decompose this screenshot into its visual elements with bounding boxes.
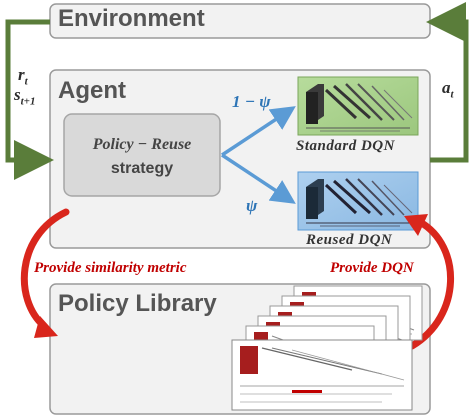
reward-label: rt (18, 66, 28, 90)
standard-dqn-label: Standard DQN (296, 138, 395, 154)
action-symbol: a (442, 78, 451, 97)
standard-probability: 1 − ψ (232, 92, 271, 111)
reward-symbol: r (18, 65, 25, 84)
action-label: at (442, 78, 454, 100)
action-subscript: t (450, 88, 454, 101)
standard-branch-arrow (221, 106, 296, 157)
similarity-metric-label: Provide similarity metric (34, 260, 187, 276)
policy-reuse-label: Policy − Reuse (92, 136, 192, 153)
provide-dqn-arrowhead (404, 214, 428, 236)
strategy-label: strategy (110, 160, 174, 177)
standard-dqn-diagram (297, 76, 419, 136)
state-label: st+1 (14, 86, 35, 110)
provide-dqn-arrow (408, 218, 454, 350)
state-subscript: t+1 (20, 95, 36, 108)
provide-dqn-label: Provide DQN (330, 260, 414, 276)
similarity-arrowhead (34, 316, 58, 338)
reused-probability: ψ (246, 196, 258, 215)
reused-branch-arrow (221, 153, 296, 204)
policy-stack (231, 285, 423, 411)
action-arrow (426, 2, 469, 163)
policy-library-title: Policy Library (58, 290, 217, 317)
reused-dqn-label: Reused DQN (306, 232, 393, 248)
similarity-arrow (20, 208, 70, 330)
reused-dqn-diagram (297, 171, 419, 231)
environment-title: Environment (58, 5, 205, 32)
agent-title: Agent (58, 77, 126, 104)
observation-arrow (5, 19, 54, 180)
state-symbol: s (14, 85, 21, 104)
policy-reuse-box (63, 113, 221, 197)
reward-subscript: t (24, 75, 28, 88)
